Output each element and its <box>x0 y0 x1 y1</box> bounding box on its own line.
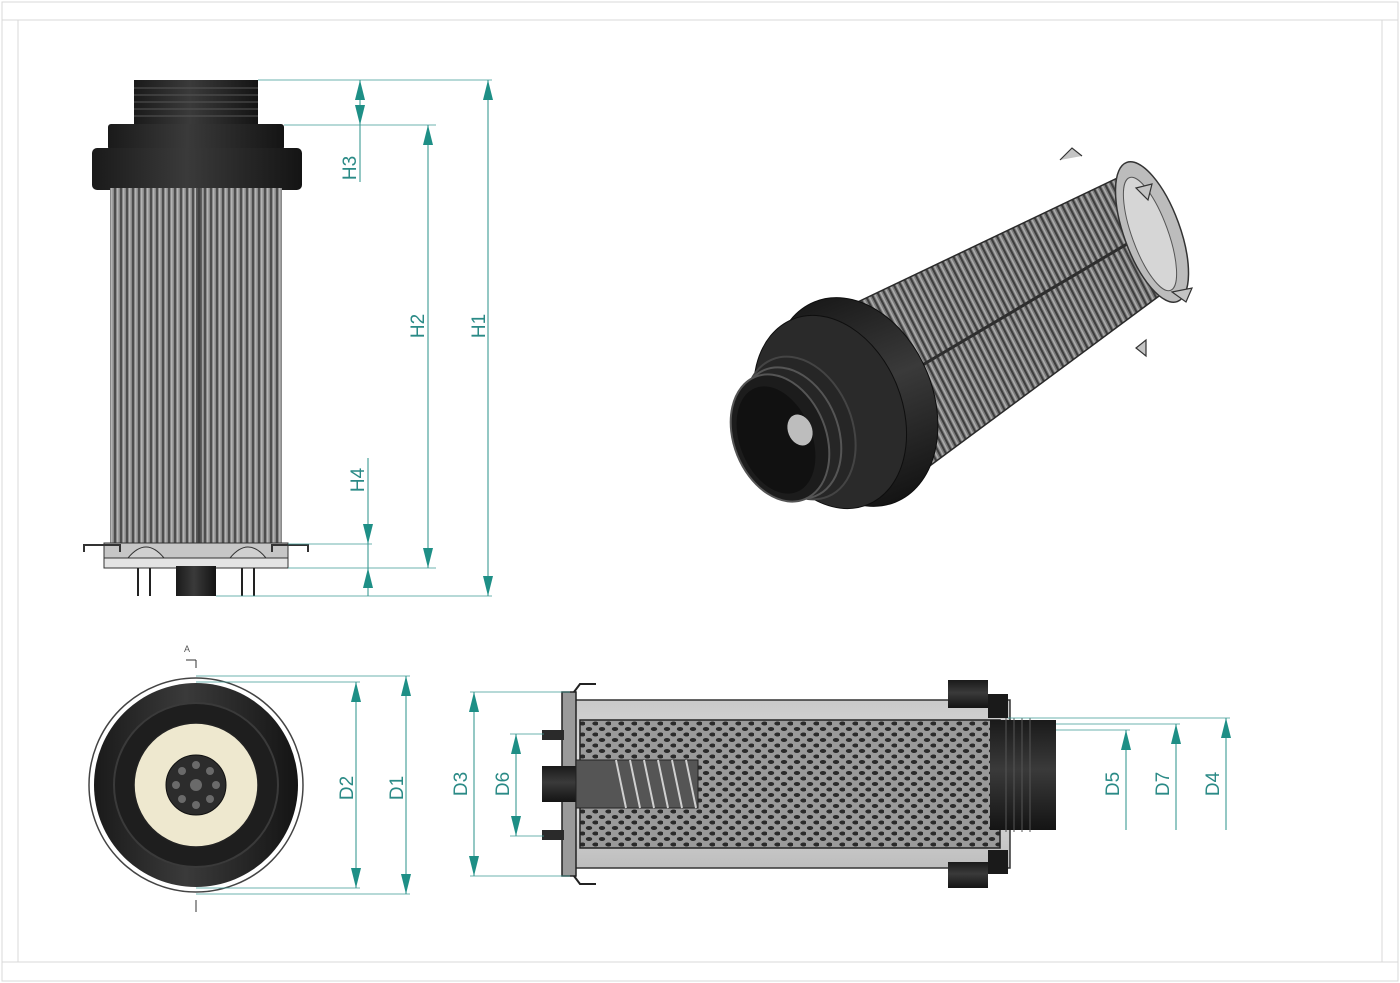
dim-label-d7: D7 <box>1153 772 1174 796</box>
front-view-dimensions <box>216 79 493 597</box>
dim-label-h4: H4 <box>348 467 369 492</box>
end-view-dimensions <box>196 675 411 895</box>
isometric-view-filter <box>729 147 1194 510</box>
dim-label-d3: D3 <box>451 772 472 796</box>
dim-label-d4: D4 <box>1203 771 1224 796</box>
dim-label-d5: D5 <box>1103 772 1124 796</box>
end-view-filter <box>88 659 304 912</box>
front-view-filter <box>83 80 309 596</box>
dim-label-d1: D1 <box>387 776 408 800</box>
dim-label-h2: H2 <box>408 314 429 338</box>
section-view-dimensions <box>469 691 1231 877</box>
dim-label-h3: H3 <box>340 156 361 180</box>
section-marker-label: A <box>184 644 190 654</box>
dim-label-h1: H1 <box>469 314 490 338</box>
dim-label-d2: D2 <box>337 776 358 800</box>
section-view-filter <box>542 680 1056 888</box>
dim-label-d6: D6 <box>493 772 514 796</box>
